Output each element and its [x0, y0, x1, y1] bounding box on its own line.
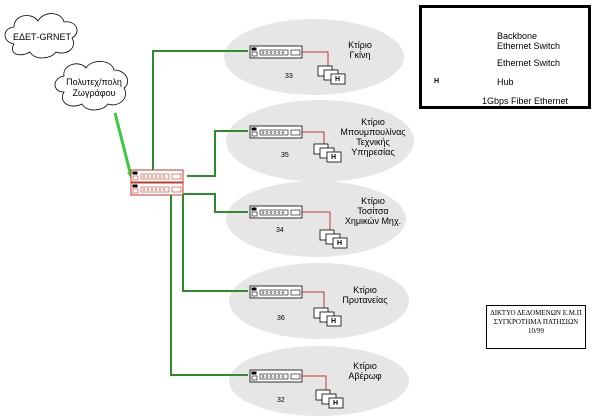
- building-label-1: Κτίριο Γκίνη: [348, 40, 372, 60]
- building-number-2: 35: [281, 152, 289, 159]
- info-line-3: 10/99: [528, 327, 544, 335]
- fiber-link-5: [170, 194, 248, 376]
- hub-glyph-2: H: [331, 154, 337, 161]
- fiber-link-1: [152, 50, 248, 170]
- cloud-campus-label: Πολυτεχ/πολη Ζωγράφου: [66, 77, 122, 98]
- cloud-campus: [54, 61, 128, 111]
- building-number-1: 33: [285, 73, 293, 80]
- fiber-link-4: [182, 194, 248, 292]
- building-label-5: Κτίριο Αβέρωφ: [348, 361, 382, 381]
- building-ellipse-5: [229, 346, 409, 416]
- building-gear-4: [249, 285, 342, 327]
- network-info-box: ΔΙΚΤΥΟ ΔΕΔΟΜΕΝΩΝ Ε.Μ.Π ΣΥΓΚΡΟΤΗΜΑ ΠΑΤΗΣΙ…: [486, 305, 586, 349]
- legend-hub-label: Hub: [497, 77, 514, 87]
- info-line-1: ΔΙΚΤΥΟ ΔΕΔΟΜΕΝΩΝ Ε.Μ.Π: [490, 309, 582, 317]
- legend: [419, 5, 591, 109]
- building-number-3: 34: [276, 227, 284, 234]
- fiber-link-3: [182, 193, 248, 213]
- cloud-grnet: [4, 13, 78, 59]
- building-ellipse-1: [224, 19, 404, 95]
- building-gear-2: [249, 125, 342, 163]
- building-number-5: 32: [277, 397, 285, 404]
- cloud-grnet-label: ΕΔΕΤ-GRNET: [12, 32, 71, 42]
- building-gear-3: [249, 205, 348, 249]
- building-ellipse-2: [226, 100, 414, 182]
- building-gear-1: [249, 45, 346, 85]
- legend-fiber-label: 1Gbps Fiber Ethernet: [482, 96, 569, 106]
- hub-glyph-4: H: [331, 318, 337, 325]
- info-line-2: ΣΥΓΚΡΟΤΗΜΑ ΠΑΤΗΣΙΩΝ: [493, 318, 579, 326]
- legend-hub-glyph: H: [434, 78, 440, 85]
- legend-switch-label: Ethernet Switch: [497, 58, 561, 68]
- building-label-3: Κτίριο Τοσίτσα Χημικών Μηχ.: [344, 196, 402, 226]
- legend-backbone-label: Backbone Ethernet Switch: [497, 31, 561, 51]
- fiber-link-2: [187, 130, 248, 177]
- fiber-links: [152, 50, 248, 376]
- hub-glyph-5: H: [333, 400, 339, 407]
- building-number-4: 36: [277, 315, 285, 322]
- building-gear-5: [249, 369, 344, 409]
- building-label-4: Κτίριο Πρυτανείας: [342, 285, 388, 305]
- core-backbone-switch-bottom: [130, 182, 184, 196]
- building-ellipse-3: [226, 181, 406, 257]
- building-ellipse-4: [229, 263, 409, 339]
- building-label-2: Κτίριο Μπουμπουλίνας Τεχνικής Υπηρεσίας: [340, 117, 406, 157]
- hub-glyph-1: H: [335, 76, 341, 83]
- hub-glyph-3: H: [337, 240, 343, 247]
- core-backbone-switch-top: [130, 169, 184, 183]
